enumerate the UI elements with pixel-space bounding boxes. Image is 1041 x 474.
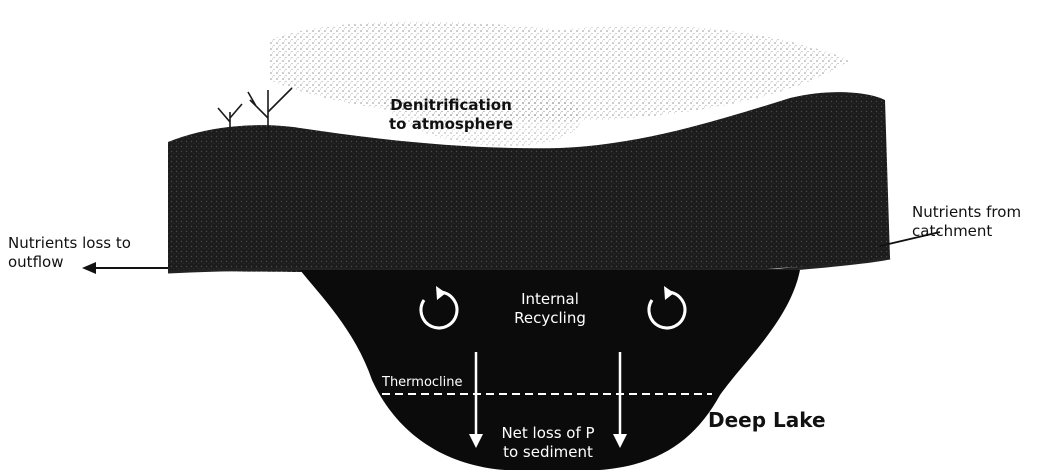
nutrients-from-catchment-label: Nutrients from catchment (912, 203, 1021, 241)
nutrients-loss-outflow-label: Nutrients loss to outflow (8, 234, 131, 272)
deep-lake-title: Deep Lake (708, 408, 826, 432)
net-loss-p-label: Net loss of P to sediment (488, 424, 608, 462)
internal-recycling-label: Internal Recycling (500, 290, 600, 328)
thermocline-label: Thermocline (382, 373, 463, 392)
denitrification-label: Denitrification to atmosphere (389, 96, 513, 134)
